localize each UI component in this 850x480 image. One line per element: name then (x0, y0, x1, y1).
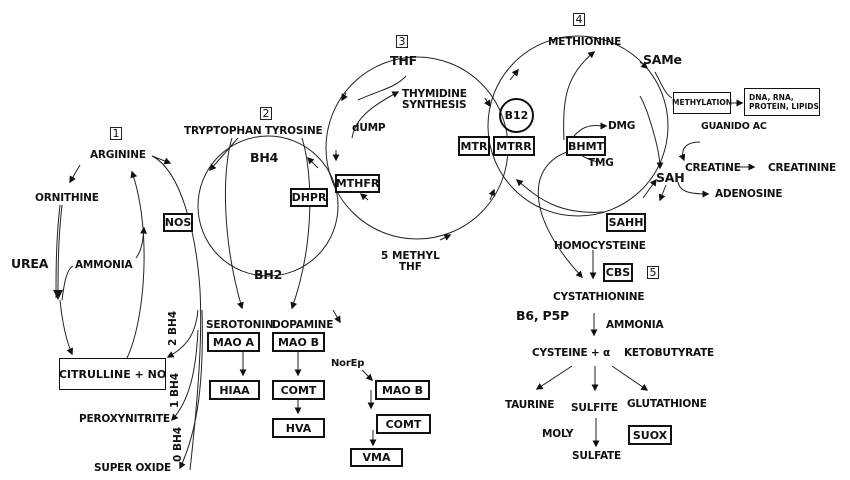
label-cystathionine: CYSTATHIONINE (553, 291, 645, 303)
label-bh4: BH4 (250, 150, 279, 165)
label-super-oxide: SUPER OXIDE (94, 462, 171, 474)
arrow-ammonia-up (135, 226, 148, 259)
label-5-methyl-thf: 5 METHYL THF (381, 250, 440, 274)
label-5-methyl-thf-line2: THF (398, 261, 422, 274)
section-number-5: 5 (647, 266, 659, 279)
enzyme-mao-a: MAO A (207, 332, 260, 352)
label-hva: HVA (272, 418, 325, 438)
label-citrulline-no: CITRULLINE + NO (59, 358, 166, 390)
arrow-ammonia (61, 265, 74, 301)
label-arginine: ARGININE (90, 149, 146, 161)
label-sulfate: SULFATE (572, 450, 621, 462)
label-2-bh4: 2 BH4 (167, 310, 179, 346)
label-dump: dUMP (352, 122, 386, 134)
arrow-arginine-nos (151, 155, 202, 471)
label-methylation-targets: DNA, RNA, PROTEIN, LIPIDS (744, 88, 820, 116)
label-dmg: DMG (608, 120, 636, 132)
enzyme-mao-b-norep: MAO B (375, 380, 430, 400)
label-methylation: METHYLATION (672, 92, 732, 114)
label-homocysteine: HOMOCYSTEINE (554, 240, 646, 252)
label-serotonin: SEROTONIN (206, 319, 274, 331)
label-norep: NorEp (331, 358, 365, 369)
enzyme-sahh: SAHH (606, 213, 646, 232)
enzyme-mthfr: MTHFR (335, 174, 380, 193)
arrow-2bh4 (166, 309, 199, 358)
enzyme-mao-b: MAO B (272, 332, 325, 352)
label-same: SAMe (643, 52, 682, 67)
label-methionine: METHIONINE (548, 36, 622, 48)
label-synthesis: SYNTHESIS (402, 99, 467, 111)
label-creatinine: CREATININE (768, 162, 836, 174)
label-ketobutyrate: KETOBUTYRATE (624, 347, 715, 359)
enzyme-bhmt: BHMT (566, 136, 606, 156)
label-5-methyl: 5 METHYL (381, 250, 440, 262)
arrow-1bh4 (171, 329, 199, 422)
label-sulfite: SULFITE (571, 402, 618, 414)
label-dopamine: DOPAMINE (272, 319, 334, 331)
label-b6-p5p: B6, P5P (516, 308, 569, 323)
enzyme-nos: NOS (163, 213, 193, 232)
label-1-bh4: 1 BH4 (169, 372, 181, 408)
methionine-cycle-circle (487, 35, 669, 217)
label-guanido-ac: GUANIDO AC (701, 121, 767, 132)
label-0-bh4: 0 BH4 (172, 426, 184, 462)
cofactor-b12: B12 (499, 98, 534, 133)
enzyme-mtr: MTR (458, 136, 490, 156)
label-glutathione: GLUTATHIONE (627, 398, 707, 410)
arrow-tryptophan-serotonin (224, 137, 244, 310)
enzyme-suox: SUOX (628, 425, 672, 445)
label-tryptophan-tyrosine: TRYPTOPHAN TYROSINE (184, 125, 323, 137)
section-number-1: 1 (110, 127, 122, 140)
bh4-cycle-circle (197, 135, 339, 277)
arrow-tyrosine-dopamine (290, 137, 311, 310)
enzyme-comt: COMT (272, 380, 325, 400)
enzyme-cbs: CBS (603, 263, 633, 282)
arrow-0bh4 (179, 309, 203, 470)
section-number-4: 4 (573, 13, 585, 26)
label-taurine: TAURINE (505, 399, 555, 411)
label-bh2: BH2 (254, 267, 283, 282)
label-adenosine: ADENOSINE (715, 188, 783, 200)
arrow-urea-citrulline (59, 299, 74, 356)
section-number-2: 2 (260, 107, 272, 120)
label-ammonia-2: AMMONIA (606, 319, 664, 331)
label-ornithine: ORNITHINE (35, 192, 99, 204)
arrow-bhmt-methionine (563, 51, 596, 141)
label-dna-rna: DNA, RNA, (749, 92, 794, 102)
section-number-3: 3 (396, 35, 408, 48)
label-peroxynitrite: PEROXYNITRITE (79, 413, 170, 425)
enzyme-dhpr: DHPR (290, 188, 328, 207)
label-protein-lipids: PROTEIN, LIPIDS (749, 102, 819, 111)
label-cysteine: CYSTEINE + α (532, 347, 610, 359)
enzyme-comt-norep: COMT (376, 414, 431, 434)
label-creatine: CREATINE (685, 162, 741, 174)
arrow-ornithine-urea (53, 204, 64, 300)
label-thymidine: THYMIDINE (402, 88, 467, 100)
label-moly: MOLY (542, 428, 574, 440)
arrow-arginine-ornithine (69, 164, 81, 184)
label-vma: VMA (350, 448, 403, 467)
label-thf: THF (390, 53, 417, 68)
label-urea: UREA (11, 256, 49, 271)
label-ammonia: AMMONIA (75, 259, 133, 271)
arrow-citrulline-arginine (126, 170, 145, 359)
enzyme-mtrr: MTRR (493, 136, 535, 156)
label-tmg: TMG (588, 157, 614, 169)
label-sah: SAH (656, 170, 685, 185)
label-hiaa: HIAA (209, 380, 260, 400)
